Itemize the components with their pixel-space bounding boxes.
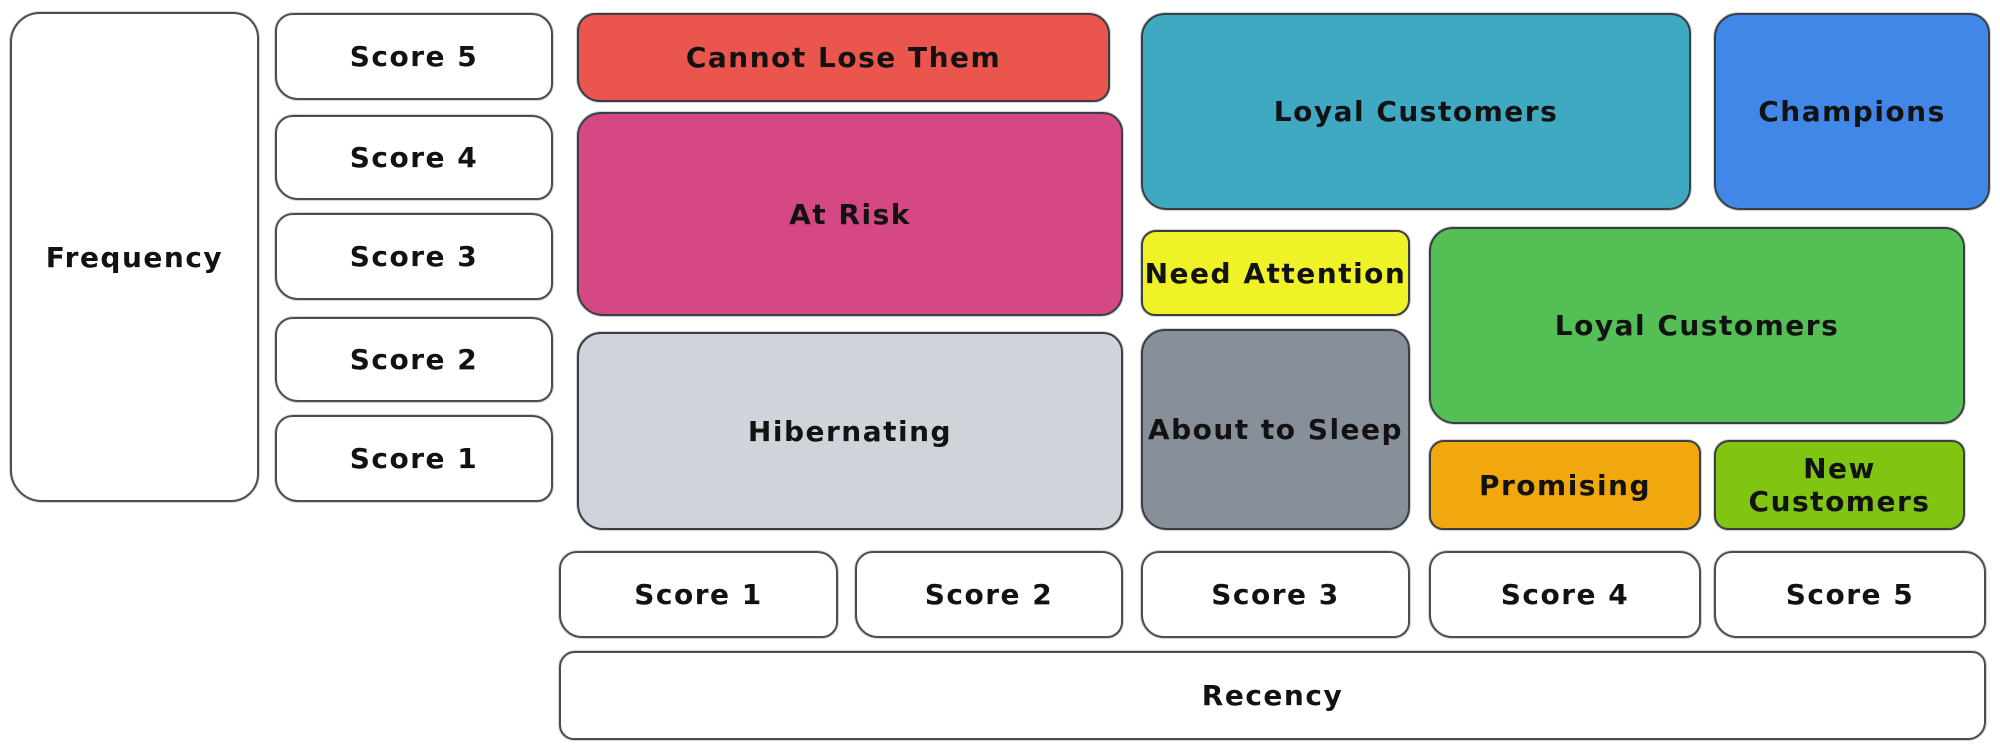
- x-axis-score-2: Score 2: [855, 551, 1123, 638]
- segment-champions: Champions: [1714, 13, 1990, 210]
- y-axis-score-4-label: Score 4: [349, 141, 479, 174]
- segment-promising-label: Promising: [1478, 468, 1652, 502]
- segment-champions-label: Champions: [1758, 95, 1946, 128]
- segment-need-attention: Need Attention: [1141, 230, 1410, 316]
- x-axis-title: Recency: [1201, 679, 1344, 712]
- x-axis-score-1: Score 1: [559, 551, 838, 638]
- segment-promising: Promising: [1429, 440, 1701, 530]
- segment-about-to-sleep: About to Sleep: [1141, 329, 1410, 530]
- y-axis-score-2: Score 2: [275, 317, 553, 402]
- segment-about-to-sleep-label: About to Sleep: [1147, 413, 1404, 446]
- segment-cannot-lose-them-label: Cannot Lose Them: [685, 41, 1002, 74]
- segment-need-attention-label: Need Attention: [1144, 256, 1407, 290]
- segment-new-customers-label: New Customers: [1748, 452, 1931, 518]
- x-axis-score-5: Score 5: [1714, 551, 1986, 638]
- x-axis-score-3-label: Score 3: [1211, 578, 1340, 611]
- segment-loyal-customers-mid: Loyal Customers: [1429, 227, 1965, 424]
- y-axis-score-5-label: Score 5: [349, 40, 479, 73]
- y-axis-score-3: Score 3: [275, 213, 553, 300]
- segment-cannot-lose-them: Cannot Lose Them: [577, 13, 1110, 102]
- y-axis-score-1-label: Score 1: [349, 442, 479, 475]
- y-axis-title: Frequency: [45, 240, 224, 274]
- x-axis-score-1-label: Score 1: [634, 578, 763, 611]
- segment-hibernating-label: Hibernating: [747, 414, 953, 448]
- segment-new-customers: New Customers: [1714, 440, 1965, 530]
- y-axis-score-1: Score 1: [275, 415, 553, 502]
- x-axis-score-2-label: Score 2: [924, 578, 1054, 611]
- segment-at-risk: At Risk: [577, 112, 1123, 316]
- y-axis-score-5: Score 5: [275, 13, 553, 100]
- segment-loyal-customers-top: Loyal Customers: [1141, 13, 1691, 210]
- x-axis-score-3: Score 3: [1141, 551, 1410, 638]
- x-axis-score-5-label: Score 5: [1785, 578, 1915, 611]
- y-axis-score-3-label: Score 3: [349, 240, 479, 273]
- y-axis-score-2-label: Score 2: [349, 343, 479, 376]
- x-axis-title-box: Recency: [559, 651, 1986, 740]
- y-axis-score-4: Score 4: [275, 115, 553, 200]
- segment-loyal-customers-mid-label: Loyal Customers: [1554, 309, 1840, 342]
- y-axis-title-box: Frequency: [10, 12, 259, 502]
- x-axis-score-4: Score 4: [1429, 551, 1701, 638]
- segment-at-risk-label: At Risk: [789, 197, 911, 231]
- segment-hibernating: Hibernating: [577, 332, 1123, 530]
- segment-loyal-customers-top-label: Loyal Customers: [1273, 95, 1559, 128]
- x-axis-score-4-label: Score 4: [1500, 578, 1630, 611]
